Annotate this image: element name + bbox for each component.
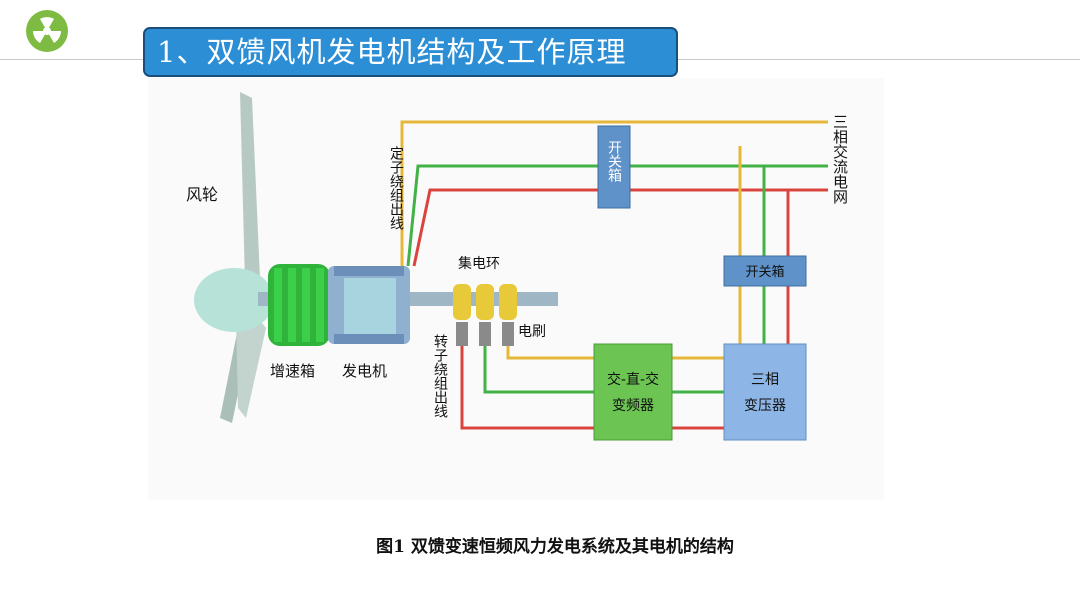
- wind-turbine-diagram: 风轮 增速箱 发电机 集电环 电刷 定子绕组出线 转子绕组出线 三相交流电网 开…: [148, 78, 884, 500]
- label-switch-top: 开关箱: [606, 140, 622, 182]
- label-converter: 交-直-交变频器: [607, 371, 659, 414]
- stator-wires: [400, 120, 828, 344]
- label-grid: 三相交流电网: [831, 114, 849, 205]
- label-brush: 电刷: [518, 324, 546, 340]
- rotor-wires: [460, 346, 724, 430]
- radiation-logo-icon: [26, 10, 68, 52]
- label-generator: 发电机: [342, 362, 387, 380]
- switch-box-mid: [723, 255, 807, 287]
- generator: [328, 266, 410, 344]
- label-rotor-winding: 转子绕组出线: [432, 334, 448, 418]
- converter-box: [593, 343, 673, 441]
- transformer-box: [723, 343, 807, 441]
- gearbox: [268, 264, 330, 346]
- label-gearbox: 增速箱: [270, 362, 315, 380]
- turbine-hub: [194, 268, 274, 332]
- page-title: 1、双馈风机发电机结构及工作原理: [143, 27, 678, 77]
- turbine-blades: [220, 92, 266, 423]
- label-transformer: 三相变压器: [744, 372, 786, 414]
- label-rotor: 风轮: [186, 185, 218, 204]
- label-slip-ring: 集电环: [458, 255, 500, 272]
- switch-box-top: [597, 125, 631, 209]
- label-stator-winding: 定子绕组出线: [388, 146, 404, 230]
- label-switch-mid: 开关箱: [745, 264, 784, 280]
- brushes: [456, 322, 514, 346]
- figure-caption: 图1 双馈变速恒频风力发电系统及其电机的结构: [376, 537, 734, 557]
- slip-rings: [453, 284, 517, 320]
